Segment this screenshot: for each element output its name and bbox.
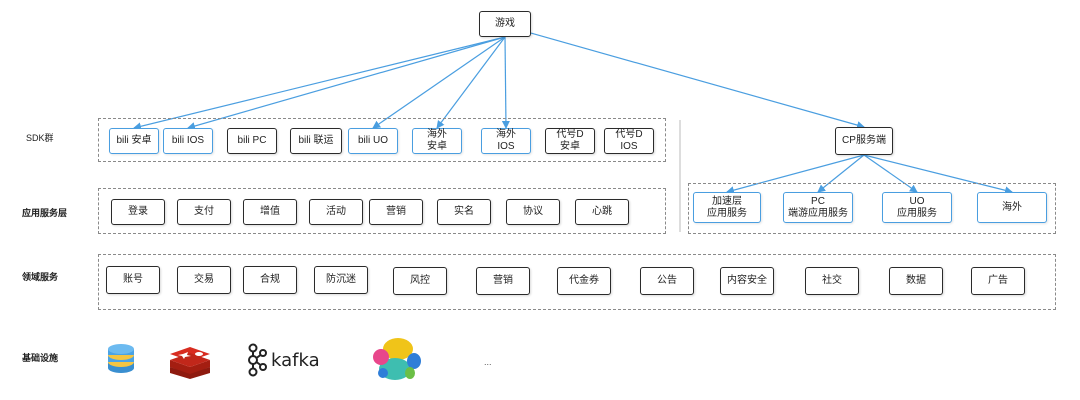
layer-label-infra: 基础设施 [22, 353, 59, 363]
domain-node-announcement[interactable]: 公告 [640, 267, 694, 295]
app-node-real-name[interactable]: 实名 [437, 199, 491, 225]
sdk-node-bili-joint[interactable]: bili 联运 [290, 128, 342, 154]
app-node-login[interactable]: 登录 [111, 199, 165, 225]
layer-label-app: 应用服务层 [22, 208, 68, 218]
more-ellipsis: ... [484, 357, 492, 367]
edge-root-to-bili-android [133, 36, 506, 131]
sdk-node-overseas-ios[interactable]: 海外 IOS [481, 128, 531, 154]
kafka-wordmark: kafka [271, 349, 320, 371]
sdk-node-agent-d-ios[interactable]: 代号D IOS [604, 128, 654, 154]
sdk-node-bili-android[interactable]: bili 安卓 [109, 128, 159, 154]
cp-app-node-uo[interactable]: UO 应用服务 [882, 192, 952, 223]
edge-root-to-overseas-android [436, 36, 506, 129]
edge-root-to-bili-ios [187, 36, 506, 130]
sdk-node-agent-d-android[interactable]: 代号D 安卓 [545, 128, 595, 154]
sdk-node-bili-pc[interactable]: bili PC [227, 128, 277, 154]
app-node-marketing[interactable]: 营销 [369, 199, 423, 225]
domain-node-voucher[interactable]: 代金券 [557, 267, 611, 295]
edge-cp-to-accel [726, 154, 865, 195]
redis-icon [170, 347, 210, 379]
database-icon [108, 344, 134, 373]
cp-server-node[interactable]: CP服务端 [835, 127, 893, 155]
domain-node-marketing[interactable]: 营销 [476, 267, 530, 295]
edge-root-to-bili-uo [372, 36, 506, 129]
sdk-node-bili-uo[interactable]: bili UO [348, 128, 398, 154]
edge-cp-to-overseas [863, 154, 1013, 195]
domain-node-compliance[interactable]: 合规 [243, 266, 297, 294]
app-node-heartbeat[interactable]: 心跳 [575, 199, 629, 225]
domain-node-advertising[interactable]: 广告 [971, 267, 1025, 295]
cp-app-node-accel[interactable]: 加速层 应用服务 [693, 192, 761, 223]
edge-cp-to-uo-app [863, 154, 918, 193]
app-node-value-added[interactable]: 增值 [243, 199, 297, 225]
domain-node-anti-addiction[interactable]: 防沉迷 [314, 266, 368, 294]
domain-node-data[interactable]: 数据 [889, 267, 943, 295]
app-service-group [98, 188, 666, 234]
domain-node-content-safety[interactable]: 内容安全 [720, 267, 774, 295]
sdk-group [98, 118, 666, 162]
domain-node-account[interactable]: 账号 [106, 266, 160, 294]
app-node-agreement[interactable]: 协议 [506, 199, 560, 225]
app-node-payment[interactable]: 支付 [177, 199, 231, 225]
domain-node-social[interactable]: 社交 [805, 267, 859, 295]
root-node-game[interactable]: 游戏 [479, 11, 531, 37]
sdk-node-overseas-android[interactable]: 海外 安卓 [412, 128, 462, 154]
cp-app-node-overseas[interactable]: 海外 [977, 192, 1047, 223]
layer-label-sdk: SDK群 [26, 133, 54, 143]
app-node-activity[interactable]: 活动 [309, 199, 363, 225]
cp-app-service-group [688, 183, 1056, 234]
cp-app-node-pc-cloud[interactable]: PC 端游应用服务 [783, 192, 853, 223]
domain-service-group [98, 254, 1056, 310]
sdk-node-bili-ios[interactable]: bili IOS [163, 128, 213, 154]
domain-node-risk-control[interactable]: 风控 [393, 267, 447, 295]
elasticsearch-icon [373, 338, 421, 380]
kafka-icon [248, 343, 267, 377]
layer-label-domain: 领域服务 [22, 272, 59, 282]
edge-cp-to-pc-cloud [817, 154, 865, 193]
kafka-logo: kafka [245, 343, 335, 377]
edge-root-to-overseas-ios [501, 36, 510, 129]
edge-root-to-cp [530, 32, 865, 129]
domain-node-trade[interactable]: 交易 [177, 266, 231, 294]
